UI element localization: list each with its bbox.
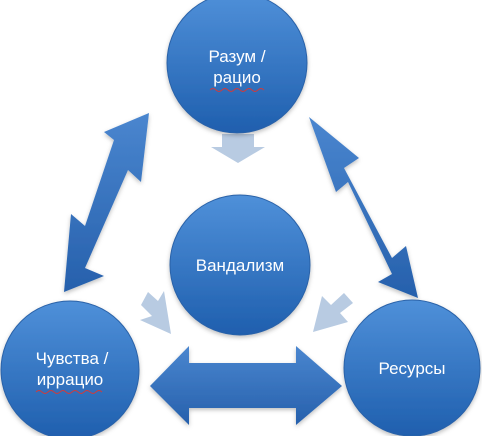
arrow-from-left-to-center-icon — [140, 291, 171, 334]
node-top-label-line2: рацио — [213, 68, 261, 87]
double-arrow-horizontal-icon — [150, 346, 342, 425]
node-right: Ресурсы — [343, 299, 481, 436]
node-center: Вандализм — [169, 194, 311, 336]
node-left: Чувства / иррацио — [0, 300, 140, 436]
node-center-label: Вандализм — [196, 256, 284, 275]
node-left-label-line1: Чувства / — [36, 349, 109, 368]
double-arrow-left-diagonal-icon — [64, 113, 149, 292]
node-top: Разум / рацио — [166, 0, 308, 134]
node-right-label: Ресурсы — [378, 359, 445, 378]
node-top-label-line1: Разум / — [208, 47, 265, 66]
arrow-down-to-center-icon — [211, 134, 265, 163]
node-left-label-line2: иррацио — [37, 370, 104, 389]
arrow-from-right-to-center-icon — [313, 293, 353, 332]
double-arrow-right-diagonal-icon — [309, 117, 418, 298]
